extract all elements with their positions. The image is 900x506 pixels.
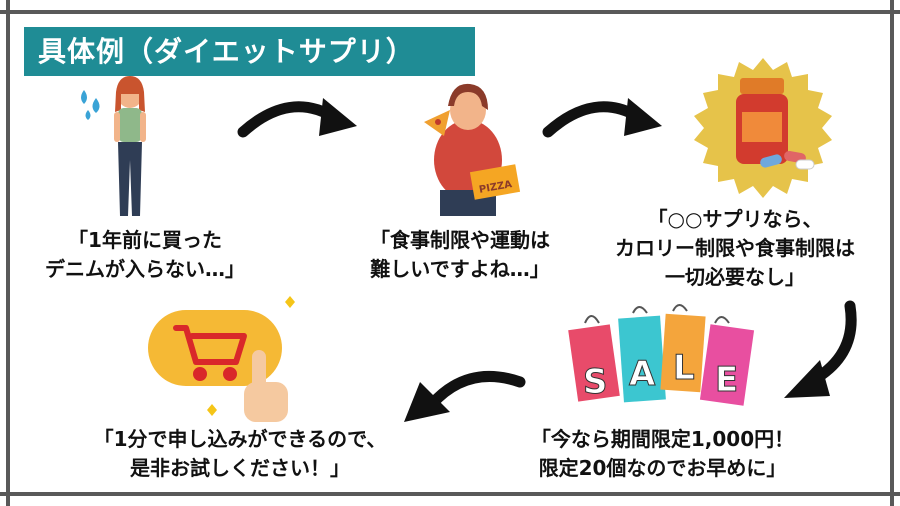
step-4-caption: 「今なら期間限定1,000円！ 限定20個なのでお早めに」 xyxy=(520,425,805,483)
sale-bags-illustration: S A L E xyxy=(568,304,755,406)
step-3-caption: 「○○サプリなら、 カロリー制限や食事制限は 一切必要なし」 xyxy=(585,205,885,292)
frame-bottom-line xyxy=(0,492,900,496)
caption-line: 「食事制限や運動は xyxy=(370,228,550,252)
frame-right-line xyxy=(890,0,894,506)
caption-line: 一切必要なし」 xyxy=(665,265,805,289)
sale-letter: E xyxy=(715,360,738,400)
caption-line: カロリー制限や食事制限は xyxy=(615,236,855,260)
woman-sweating-illustration xyxy=(81,76,146,216)
woman-eating-pizza-illustration: PIZZA xyxy=(424,83,521,216)
arrow-right-icon xyxy=(542,98,662,138)
arrow-down-icon xyxy=(784,300,857,398)
sale-letter: A xyxy=(629,354,656,394)
step-2-caption: 「食事制限や運動は 難しいですよね…」 xyxy=(335,226,585,284)
pointing-hand-icon xyxy=(244,350,288,422)
caption-line: 「1年前に買った xyxy=(68,228,222,252)
sparkle-icon xyxy=(285,296,295,308)
caption-line: デニムが入らない…」 xyxy=(45,257,245,281)
caption-line: 「今なら期間限定1,000円！ xyxy=(530,427,795,451)
page-title: 具体例（ダイエットサプリ） xyxy=(38,35,415,68)
sparkle-icon xyxy=(207,404,217,416)
supplement-bottle-illustration xyxy=(694,58,832,198)
sweat-drop-icon xyxy=(81,90,87,104)
sale-letter: S xyxy=(583,362,608,402)
caption-line: 「1分で申し込みができるので、 xyxy=(93,427,387,451)
frame-top-line xyxy=(0,10,900,14)
cart-icon xyxy=(173,325,247,381)
sale-letter: L xyxy=(673,348,695,388)
step-5-caption: 「1分で申し込みができるので、 是非お試しください！」 xyxy=(80,425,400,483)
shopping-cart-illustration xyxy=(148,296,295,422)
step-1-caption: 「1年前に買った デニムが入らない…」 xyxy=(20,226,270,284)
caption-line: 是非お試しください！」 xyxy=(130,456,350,480)
arrow-left-icon xyxy=(404,370,526,422)
caption-line: 「○○サプリなら、 xyxy=(647,207,823,231)
caption-line: 難しいですよね…」 xyxy=(370,257,550,281)
caption-line: 限定20個なのでお早めに」 xyxy=(538,456,787,480)
frame-left-line xyxy=(6,0,10,506)
title-banner xyxy=(24,27,475,76)
arrow-right-icon xyxy=(237,98,357,138)
pill-icon xyxy=(760,150,815,170)
